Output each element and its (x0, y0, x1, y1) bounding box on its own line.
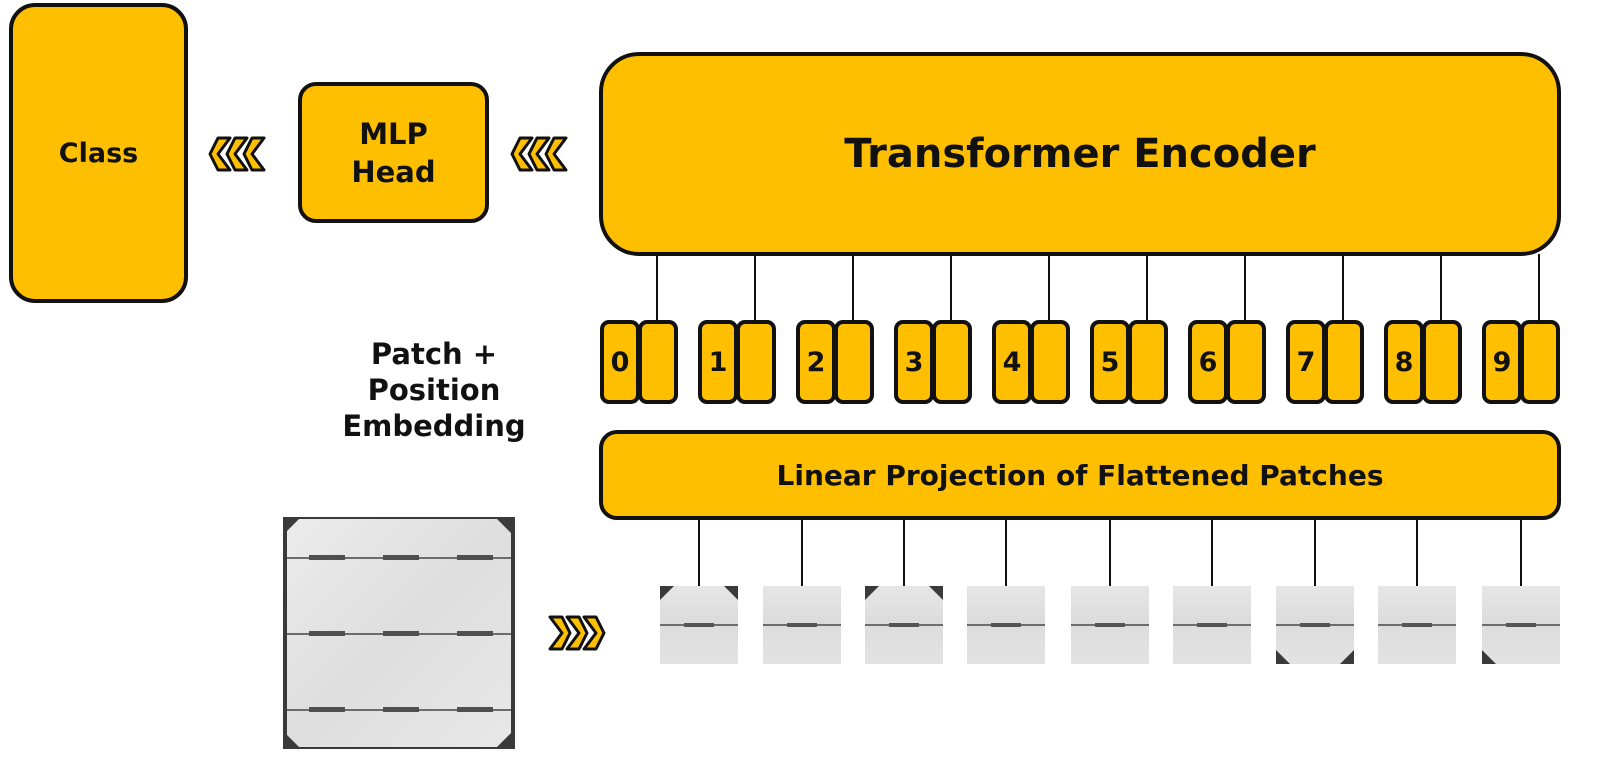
mlp-head-label: MLP Head (351, 116, 436, 189)
transformer-encoder-box: Transformer Encoder (599, 52, 1561, 256)
patch-embedding-cell (736, 320, 776, 404)
patch-embedding-cell (1226, 320, 1266, 404)
triple-chevron-right-icon (548, 615, 606, 651)
class-output-box: Class (9, 3, 188, 303)
position-embedding-cell: 4 (992, 320, 1032, 404)
patch-embedding-cell (638, 320, 678, 404)
image-patch (1378, 586, 1456, 664)
position-embedding-cell: 9 (1482, 320, 1522, 404)
position-embedding-cell: 3 (894, 320, 934, 404)
image-patch (660, 586, 738, 664)
image-patch (763, 586, 841, 664)
position-embedding-cell: 0 (600, 320, 640, 404)
linear-projection-box: Linear Projection of Flattened Patches (599, 430, 1561, 520)
linear-projection-label: Linear Projection of Flattened Patches (776, 458, 1384, 492)
patch-position-embedding-label: Patch + Position Embedding (342, 337, 526, 443)
image-patch (1071, 586, 1149, 664)
triple-chevron-left-icon (208, 136, 266, 172)
image-patch (1276, 586, 1354, 664)
position-embedding-cell: 5 (1090, 320, 1130, 404)
transformer-encoder-label: Transformer Encoder (844, 131, 1316, 177)
class-label: Class (58, 137, 139, 169)
patch-embedding-cell (1422, 320, 1462, 404)
patch-embedding-cell (1128, 320, 1168, 404)
position-embedding-cell: 7 (1286, 320, 1326, 404)
image-patch (1482, 586, 1560, 664)
position-embedding-cell: 6 (1188, 320, 1228, 404)
triple-chevron-left-icon (510, 136, 568, 172)
patch-embedding-cell (1324, 320, 1364, 404)
solar-cell-image (283, 517, 515, 749)
patch-embedding-cell (1520, 320, 1560, 404)
image-patch (967, 586, 1045, 664)
patch-embedding-cell (834, 320, 874, 404)
position-embedding-cell: 2 (796, 320, 836, 404)
image-patch (1173, 586, 1251, 664)
position-embedding-cell: 1 (698, 320, 738, 404)
patch-embedding-cell (932, 320, 972, 404)
patch-embedding-cell (1030, 320, 1070, 404)
position-embedding-cell: 8 (1384, 320, 1424, 404)
mlp-head-box: MLP Head (298, 82, 489, 223)
image-patch (865, 586, 943, 664)
